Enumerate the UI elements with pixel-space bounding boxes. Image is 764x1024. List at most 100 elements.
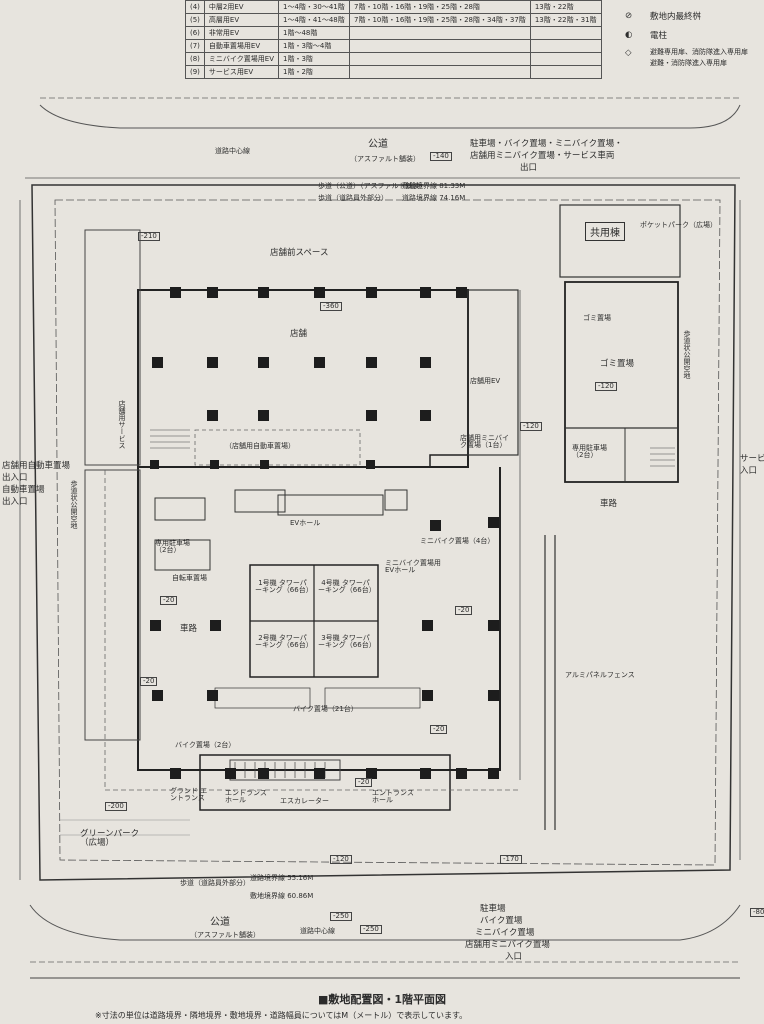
left-entrance-4: 出入口 xyxy=(2,497,28,507)
shop-parking-label: （店舗用自動車置場） xyxy=(225,442,295,450)
column xyxy=(152,690,163,701)
level-marker: -20 xyxy=(455,606,473,615)
column xyxy=(456,287,467,298)
left-entrance-2: 出入口 xyxy=(2,473,28,483)
column xyxy=(314,357,325,368)
level-marker: -20 xyxy=(355,778,373,787)
level-marker: -250 xyxy=(360,925,382,934)
bottom-walk-label: 歩道（道路員外部分） xyxy=(180,879,250,887)
bottom-boundary-2: 敷地境界線 60.86M xyxy=(250,892,314,900)
column xyxy=(258,768,269,779)
bottom-boundary-1: 道路境界線 55.16M xyxy=(250,874,314,882)
green-park-label: グリーンパーク（広場） xyxy=(80,829,140,848)
level-marker: -200 xyxy=(105,802,127,811)
bike-parking-2: バイク置場（2台） xyxy=(175,741,236,749)
column xyxy=(420,357,431,368)
right-entrance-2: 入口 xyxy=(740,466,758,476)
symbol-label: 電柱 xyxy=(650,31,668,41)
bottom-road-center: 道路中心線 xyxy=(300,927,335,935)
level-marker: -80 xyxy=(750,908,764,917)
level-marker: -140 xyxy=(430,152,452,161)
parking-tower-2: 2号機 タワーパーキング（66台） xyxy=(255,634,313,649)
legend-cell-tail xyxy=(529,65,602,79)
bottom-entrance-2: バイク置場 xyxy=(480,916,523,926)
driveway-label: 車路 xyxy=(180,624,198,634)
level-marker: -210 xyxy=(138,232,160,241)
minibike-parking-label: ミニバイク置場（4台） xyxy=(420,537,495,545)
left-entrance-1: 店舗用自動車置場 xyxy=(2,461,71,471)
service-label: 店舗用サービス xyxy=(118,400,126,449)
level-marker: -120 xyxy=(595,382,617,391)
column xyxy=(170,768,181,779)
top-road-sub: （アスファルト舗装） xyxy=(350,155,420,163)
column xyxy=(366,768,377,779)
column xyxy=(366,287,377,298)
column xyxy=(314,768,325,779)
drawing-caption: ■敷地配置図・1階平面図 xyxy=(317,993,447,1006)
column xyxy=(260,460,269,469)
column xyxy=(420,410,431,421)
column xyxy=(150,460,159,469)
left-walkway-label: 歩道状公開空地 xyxy=(70,480,78,529)
column xyxy=(170,287,181,298)
column xyxy=(488,620,499,631)
shop-minibike-label: 店舗用ミニバイク置場（1台） xyxy=(460,434,509,449)
driveway-right-label: 車路 xyxy=(600,499,618,509)
symbol-label: 敷地内最終桝 xyxy=(650,12,702,22)
fire-access-icon: ◇ xyxy=(625,48,632,58)
minibike-ev-hall: ミニバイク置場用EVホール xyxy=(385,559,441,574)
column xyxy=(258,287,269,298)
entrance-hall-right: エントランスホール xyxy=(372,789,414,804)
level-marker: -20 xyxy=(140,677,158,686)
column xyxy=(422,690,433,701)
column xyxy=(258,410,269,421)
ev-hall-label: EVホール xyxy=(290,519,321,527)
column xyxy=(420,768,431,779)
column xyxy=(258,357,269,368)
column xyxy=(430,520,441,531)
column xyxy=(366,410,377,421)
boundary-marker-icon: ⊘ xyxy=(625,11,633,21)
parking-tower-3: 3号機 タワーパーキング（66台） xyxy=(318,634,376,649)
column xyxy=(207,357,218,368)
shop-ev-label: 店舗用EV xyxy=(470,377,501,385)
top-road-name: 公道 xyxy=(368,139,388,150)
bottom-entrance-1: 駐車場 xyxy=(480,904,506,914)
column xyxy=(152,357,163,368)
column xyxy=(488,517,499,528)
level-marker: -20 xyxy=(430,725,448,734)
bottom-entrance-4: 店舗用ミニバイク置場 xyxy=(465,940,550,950)
escalator-label: エスカレーター xyxy=(280,797,329,805)
column xyxy=(225,768,236,779)
bottom-entrance-5: 入口 xyxy=(505,952,523,962)
column xyxy=(207,287,218,298)
dimension-note: ※寸法の単位は道路境界・隣地境界・敷地境界・道路幅員についてはM（メートル）で表… xyxy=(95,1011,468,1020)
column xyxy=(314,287,325,298)
column xyxy=(210,620,221,631)
left-entrance-3: 自動車置場 xyxy=(2,485,45,495)
top-road-center: 道路中心線 xyxy=(215,147,250,155)
garbage-room-label: ゴミ置場 xyxy=(600,359,635,369)
column xyxy=(210,460,219,469)
column xyxy=(456,768,467,779)
level-marker: -120 xyxy=(330,855,352,864)
symbol-note: 避難・消防隊進入専用扉 xyxy=(650,59,727,67)
bottom-road-name: 公道 xyxy=(210,917,230,928)
column xyxy=(366,460,375,469)
common-building-title: 共用棟 xyxy=(585,222,625,241)
fence-label: アルミパネルフェンス xyxy=(565,671,635,679)
top-entrance-line2: 店舗用ミニバイク置場・サービス車両 xyxy=(470,151,615,161)
top-walk-extra: 歩道（道路員外部分） xyxy=(318,194,388,202)
legend-cell-name: サービス用EV xyxy=(203,65,280,79)
level-marker: -120 xyxy=(520,422,542,431)
column xyxy=(366,357,377,368)
top-road-walk: 歩道（公道）（アスファルト舗装） xyxy=(318,182,427,190)
private-parking-right: 専用駐車場（2台） xyxy=(572,444,607,459)
parking-tower-4: 4号機 タワーパーキング（66台） xyxy=(318,579,376,594)
private-parking-left: 専用駐車場（2台） xyxy=(155,539,190,554)
